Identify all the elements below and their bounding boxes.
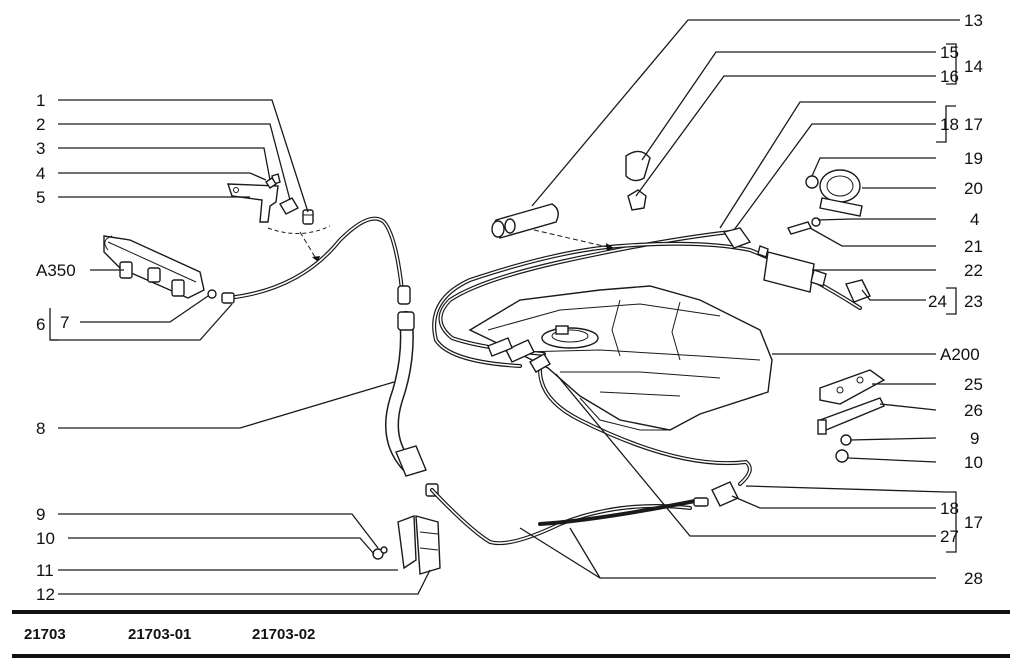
assembly-arrow xyxy=(299,231,319,263)
clip-15 xyxy=(625,150,651,182)
callout-18-bottom: 18 xyxy=(940,499,959,518)
callout-10-right: 10 xyxy=(964,453,983,472)
callout-16: 16 xyxy=(940,67,959,86)
flexible-hose-8 xyxy=(385,311,439,497)
clip-2 xyxy=(279,197,299,215)
callout-7: 7 xyxy=(60,313,69,332)
tank-lines xyxy=(432,230,862,486)
callout-12: 12 xyxy=(36,585,55,604)
callout-25: 25 xyxy=(964,375,983,394)
leader-lines xyxy=(49,19,960,595)
feed-pipe xyxy=(221,216,411,305)
callout-a350: A350 xyxy=(36,261,76,280)
footer-top-rule xyxy=(12,610,1010,614)
callout-3: 3 xyxy=(36,139,45,158)
callout-15: 15 xyxy=(940,43,959,62)
fuel-rail-a350 xyxy=(103,235,217,299)
pipe-clip-11 xyxy=(372,515,441,575)
callout-labels: 1 2 3 4 5 A350 6 7 8 9 10 11 12 13 14 15… xyxy=(36,11,983,604)
callout-10-left: 10 xyxy=(36,529,55,548)
clip-16 xyxy=(627,189,647,211)
callout-21: 21 xyxy=(964,237,983,256)
callout-9-right: 9 xyxy=(970,429,979,448)
callout-26: 26 xyxy=(964,401,983,420)
callout-24: 24 xyxy=(928,292,947,311)
callout-17-bottom: 17 xyxy=(964,513,983,532)
callout-13: 13 xyxy=(964,11,983,30)
callout-14: 14 xyxy=(964,57,983,76)
callout-9-left: 9 xyxy=(36,505,45,524)
callout-11: 11 xyxy=(36,561,54,580)
washer-9 xyxy=(840,434,852,446)
sleeve-dashed-arrow xyxy=(533,229,613,249)
callout-18-top: 18 xyxy=(940,115,959,134)
connector-24 xyxy=(845,279,871,303)
assembly-dashed-arc xyxy=(267,225,331,235)
callout-6: 6 xyxy=(36,315,45,334)
fuel-filter-22 xyxy=(757,245,827,293)
variant-code-1: 21703 xyxy=(24,626,66,643)
callout-17-top: 17 xyxy=(964,115,983,134)
sleeve-13 xyxy=(491,203,559,239)
footer-bottom-rule xyxy=(12,654,1010,658)
variant-code-3: 21703-02 xyxy=(252,626,316,643)
callout-a200: A200 xyxy=(940,345,980,364)
callout-23: 23 xyxy=(964,292,983,311)
clamp-25 xyxy=(819,369,886,405)
callout-4-right: 4 xyxy=(970,210,979,229)
callout-19: 19 xyxy=(964,149,983,168)
arrow-head xyxy=(606,243,614,251)
callout-8: 8 xyxy=(36,419,45,438)
filter-clamp-20 xyxy=(819,169,863,217)
screw-1 xyxy=(302,209,314,225)
callout-4: 4 xyxy=(36,164,45,183)
callout-1: 1 xyxy=(36,91,45,110)
nut-19 xyxy=(805,175,819,189)
callout-2: 2 xyxy=(36,115,45,134)
variant-code-2: 21703-01 xyxy=(128,626,192,643)
callout-22: 22 xyxy=(964,261,983,280)
bracket-26 xyxy=(817,397,885,435)
return-pipe-28 xyxy=(430,488,702,546)
callout-27: 27 xyxy=(940,527,959,546)
connector-18-bottom xyxy=(693,481,739,507)
callout-28: 28 xyxy=(964,569,983,588)
callout-5: 5 xyxy=(36,188,45,207)
callout-20: 20 xyxy=(964,179,983,198)
nut-10 xyxy=(835,449,849,463)
